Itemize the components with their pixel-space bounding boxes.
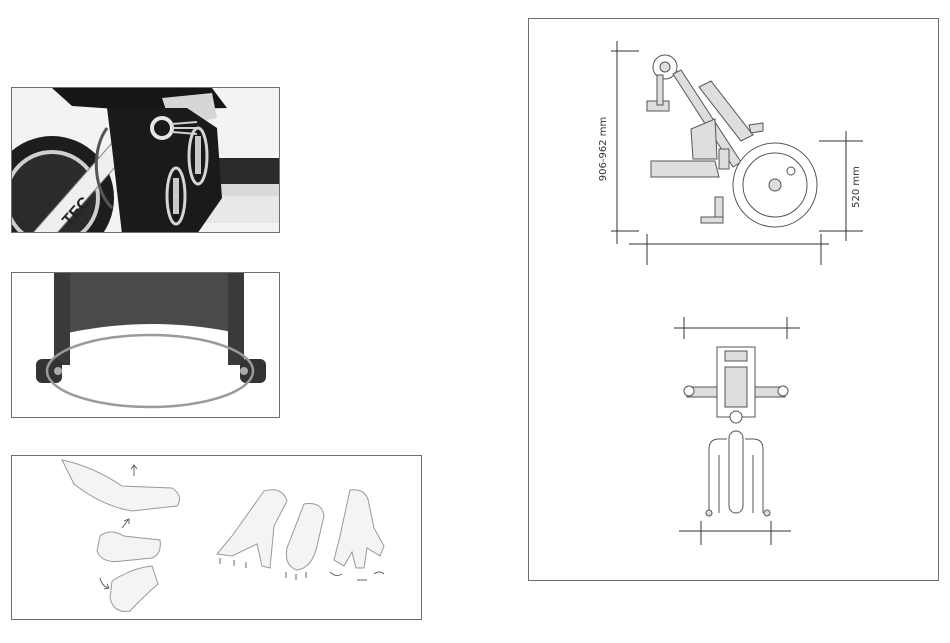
exercise-drawing bbox=[12, 456, 422, 620]
top-view-drawing bbox=[684, 347, 788, 516]
wheel-height-dimension-label: 520 mm bbox=[851, 166, 862, 208]
dimension-drawings-panel: 906-962 mm 520 mm bbox=[528, 18, 939, 581]
dimension-drawings: 906-962 mm 520 mm bbox=[529, 19, 939, 581]
clamp-photo-illustration bbox=[12, 273, 280, 418]
photo-frame-clamp bbox=[11, 272, 280, 418]
handbike-photo-illustration: TEC bbox=[12, 88, 280, 233]
side-view-drawing bbox=[647, 55, 817, 227]
photo-handbike-front-unit: TEC bbox=[11, 87, 280, 233]
height-dimension-label: 906-962 mm bbox=[598, 117, 609, 181]
exercise-illustrations bbox=[11, 455, 422, 620]
